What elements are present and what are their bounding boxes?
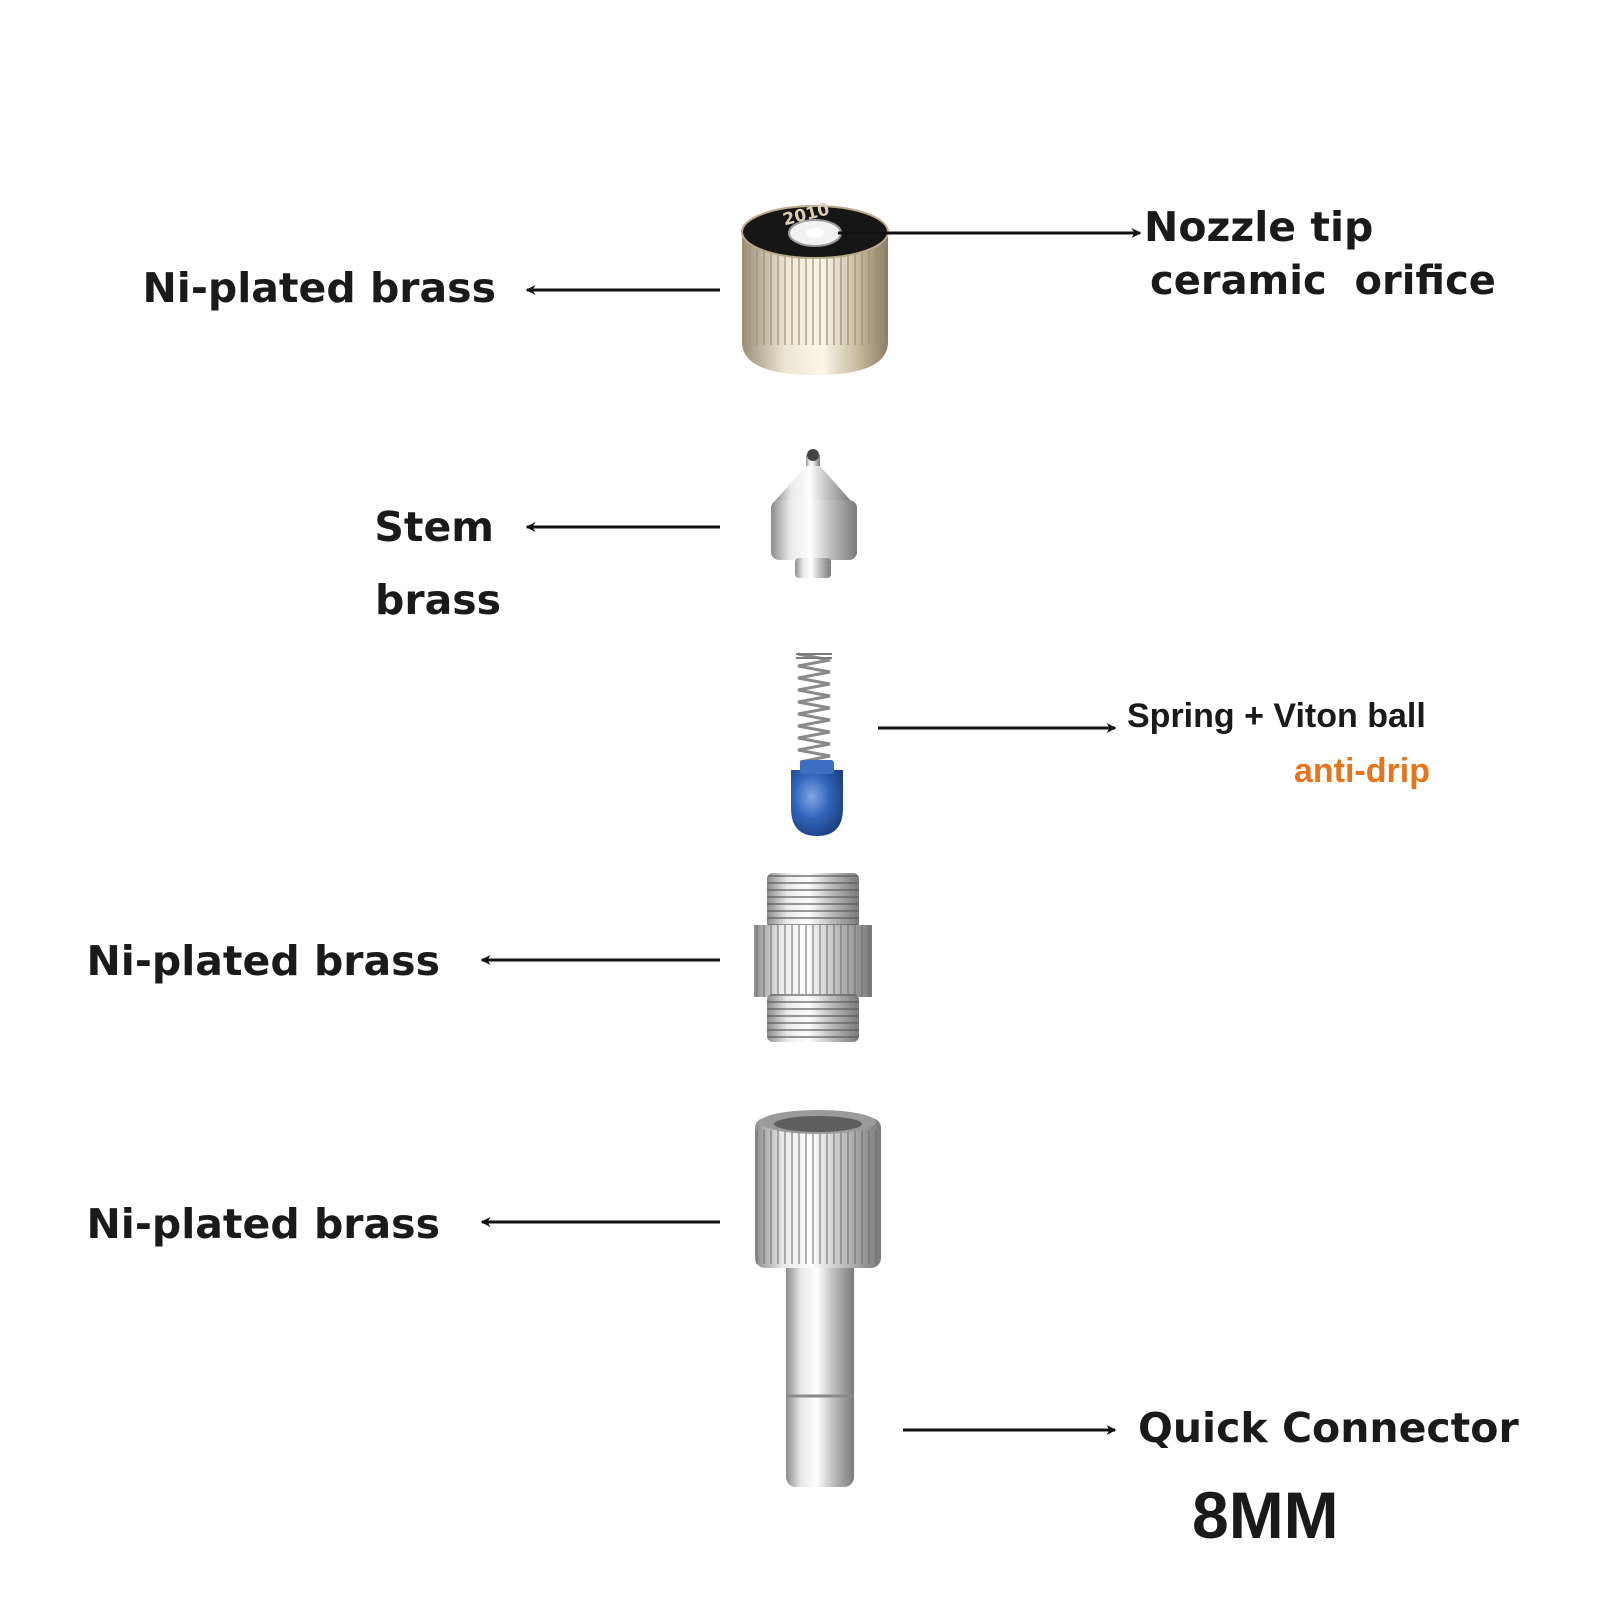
label-connector-material: Ni-plated brass [86,1200,440,1248]
label-anti-drip: anti-drip [1294,752,1430,790]
label-stem: Stem [374,503,494,551]
label-ceramic-orifice: ceramic orifice [1150,258,1496,304]
label-quick-connector: Quick Connector [1138,1404,1519,1452]
stem-icon [771,449,857,578]
spring-ball-icon [791,652,843,836]
quick-connector-icon [755,1110,881,1487]
label-spring-viton: Spring + Viton ball [1127,697,1426,735]
coupler-icon [754,873,872,1042]
label-stem-material: brass [375,576,502,624]
label-nozzle-tip: Nozzle tip [1144,203,1374,251]
label-coupler-material: Ni-plated brass [86,937,440,985]
label-connector-size: 8MM [1192,1478,1339,1552]
nozzle-cap-icon: 2010 [741,200,889,375]
label-cap-material: Ni-plated brass [142,264,496,312]
